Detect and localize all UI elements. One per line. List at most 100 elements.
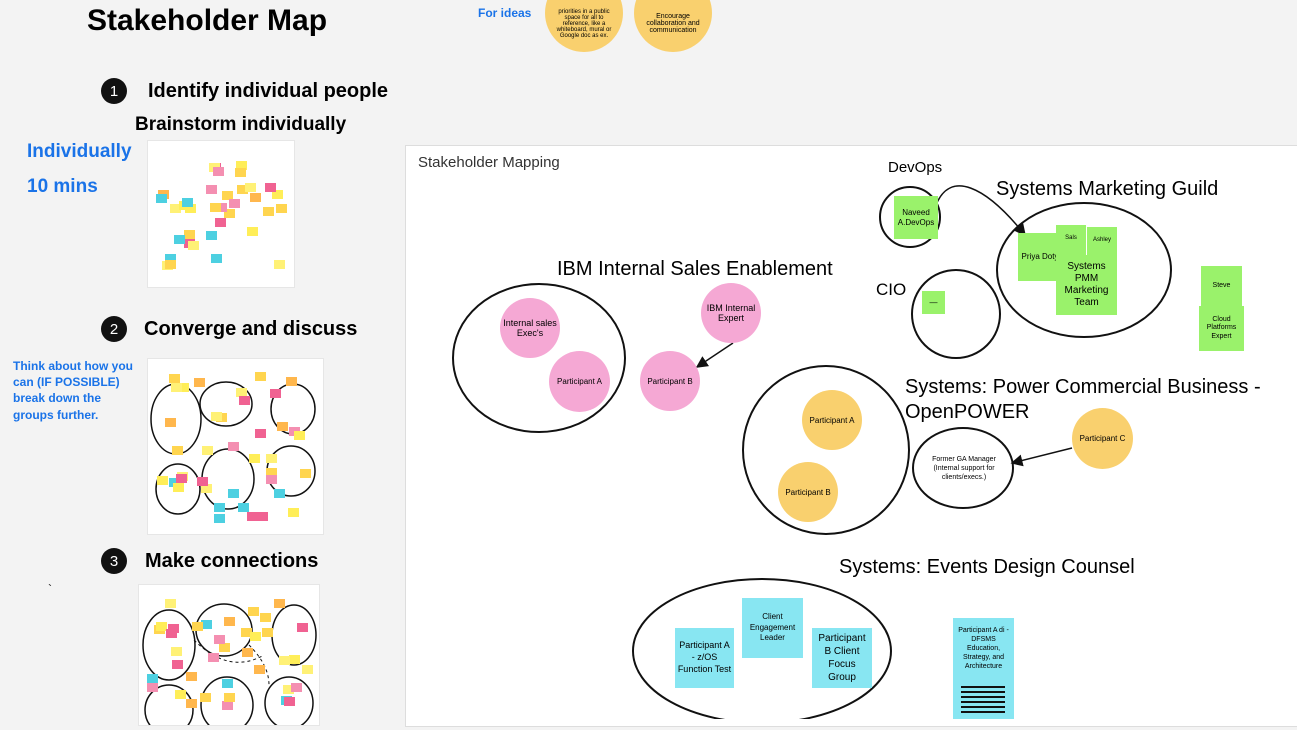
smg-label: Systems Marketing Guild <box>996 178 1219 200</box>
expert-arrow <box>695 342 734 368</box>
thumbnail-sticky-note <box>245 183 256 192</box>
thumbnail-sticky-note <box>250 632 261 641</box>
converge-thumbnail[interactable] <box>147 358 324 535</box>
participant-b-circle[interactable]: Participant B <box>640 351 700 411</box>
connections-thumbnail[interactable] <box>138 584 320 730</box>
thumbnail-sticky-note <box>200 693 211 702</box>
thumbnail-sticky-note <box>284 697 295 706</box>
thumbnail-sticky-note <box>270 389 281 398</box>
step-3-label: Make connections <box>145 550 319 572</box>
events-participant-a-note[interactable]: Participant A - z/OS Function Test <box>675 628 734 688</box>
thumbnail-sticky-note <box>272 190 283 199</box>
thumbnail-sticky-note <box>184 230 195 239</box>
devops-label: DevOps <box>888 159 943 176</box>
thumbnail-sticky-note <box>172 446 183 455</box>
power-participant-c-circle[interactable]: Participant C <box>1072 408 1133 469</box>
thumbnail-sticky-note <box>206 231 217 240</box>
step-1-badge: 1 <box>101 78 127 104</box>
think-note: Think about how you can (IF POSSIBLE) br… <box>13 359 133 422</box>
thumbnail-sticky-note <box>175 690 186 699</box>
thumbnail-sticky-note <box>283 685 294 694</box>
thumbnail-sticky-note <box>210 203 221 212</box>
thumbnail-sticky-note <box>219 643 230 652</box>
power-participant-a-circle[interactable]: Participant A <box>802 390 862 450</box>
devops-note[interactable]: Naveed A.DevOps <box>894 196 938 239</box>
thumbnail-sticky-note <box>192 622 203 631</box>
thumbnail-sticky-note <box>257 512 268 521</box>
thumbnail-sticky-note <box>178 383 189 392</box>
brainstorm-thumbnail[interactable] <box>147 140 295 288</box>
cio-oval <box>911 269 1001 359</box>
thumbnail-sticky-note <box>211 412 222 421</box>
events-participant-b-note[interactable]: Participant B Client Focus Group <box>812 628 872 688</box>
thumbnail-sticky-note <box>222 679 233 688</box>
thumbnail-sticky-note <box>147 674 158 683</box>
thumbnail-sticky-note <box>260 613 271 622</box>
page-title: Stakeholder Map <box>87 4 328 37</box>
thumbnail-sticky-note <box>168 624 179 633</box>
thumbnail-sticky-note <box>201 620 212 629</box>
step-1-label: Identify individual people <box>148 80 389 102</box>
thumbnail-sticky-note <box>188 241 199 250</box>
thumbnail-sticky-note <box>248 607 259 616</box>
participant-a-circle[interactable]: Participant A <box>549 351 610 412</box>
circle-text: Participant B <box>647 376 693 386</box>
priya-note[interactable]: Priya Doty <box>1018 233 1062 281</box>
thumbnail-sticky-note <box>186 699 197 708</box>
brainstorm-label: Brainstorm individually <box>135 114 347 135</box>
thumbnail-sticky-note <box>157 476 168 485</box>
power-participant-b-circle[interactable]: Participant B <box>778 462 838 522</box>
thumbnail-sticky-note <box>222 701 233 710</box>
former-ga-text[interactable]: Former GA Manager (Internal support for … <box>932 456 996 482</box>
idea-circle-text: priorities in a public space for all to … <box>556 9 612 39</box>
thumbnail-sticky-note <box>249 454 260 463</box>
devops-arrow <box>935 185 1026 237</box>
thumbnail-sticky-note <box>250 193 261 202</box>
thumbnail-sticky-note <box>255 372 266 381</box>
thumbnail-sticky-note <box>176 474 187 483</box>
internal-execs-circle[interactable]: Internal sales Exec's <box>500 298 560 358</box>
note-lines <box>961 686 1005 713</box>
thumbnail-sticky-note <box>237 185 248 194</box>
thumbnail-sticky-note <box>297 623 308 632</box>
thumbnail-sticky-note <box>242 648 253 657</box>
client-engagement-note[interactable]: Client Engagement Leader <box>742 598 803 658</box>
sals-note[interactable]: Sals <box>1056 225 1086 255</box>
thumbnail-sticky-note <box>165 418 176 427</box>
thumbnail-sticky-note <box>266 475 277 484</box>
thumbnail-sticky-note <box>174 235 185 244</box>
former-ga-oval <box>912 427 1014 509</box>
thumbnail-sticky-note <box>156 622 167 631</box>
thumbnail-sticky-note <box>170 204 181 213</box>
thumbnail-sticky-note <box>263 207 274 216</box>
thumbnail-sticky-note <box>247 512 258 521</box>
thumbnail-sticky-note <box>294 431 305 440</box>
thumbnail-sticky-note <box>214 635 225 644</box>
cio-note[interactable]: — <box>922 291 945 314</box>
cloud-expert-note[interactable]: Cloud Platforms Expert <box>1199 306 1244 351</box>
thumbnail-sticky-note <box>274 260 285 269</box>
steve-note[interactable]: Steve <box>1201 266 1242 307</box>
ashley-note[interactable]: Ashley <box>1087 227 1117 257</box>
thumbnail-sticky-note <box>288 508 299 517</box>
thumbnail-sticky-note <box>172 660 183 669</box>
thumbnail-sticky-note <box>238 503 249 512</box>
circle-text: IBM Internal Expert <box>706 303 756 323</box>
thumbnail-sticky-note <box>166 629 177 638</box>
thumbnail-sticky-note <box>186 672 197 681</box>
thumbnail-sticky-note <box>173 483 184 492</box>
thumbnail-sticky-note <box>302 665 313 674</box>
thumbnail-sticky-note <box>277 422 288 431</box>
thumbnail-sticky-note <box>274 599 285 608</box>
thumbnail-sticky-note <box>279 656 290 665</box>
devops-oval <box>879 186 941 248</box>
ibm-sales-oval <box>452 283 626 433</box>
thumbnail-sticky-note <box>235 168 246 177</box>
smg-team-note[interactable]: Systems PMM Marketing Team <box>1056 255 1117 315</box>
thumbnail-sticky-note <box>289 655 300 664</box>
ibm-expert-circle[interactable]: IBM Internal Expert <box>701 283 761 343</box>
thumbnail-sticky-note <box>239 396 250 405</box>
thumbnail-sticky-note <box>266 454 277 463</box>
events-oval <box>632 578 892 719</box>
